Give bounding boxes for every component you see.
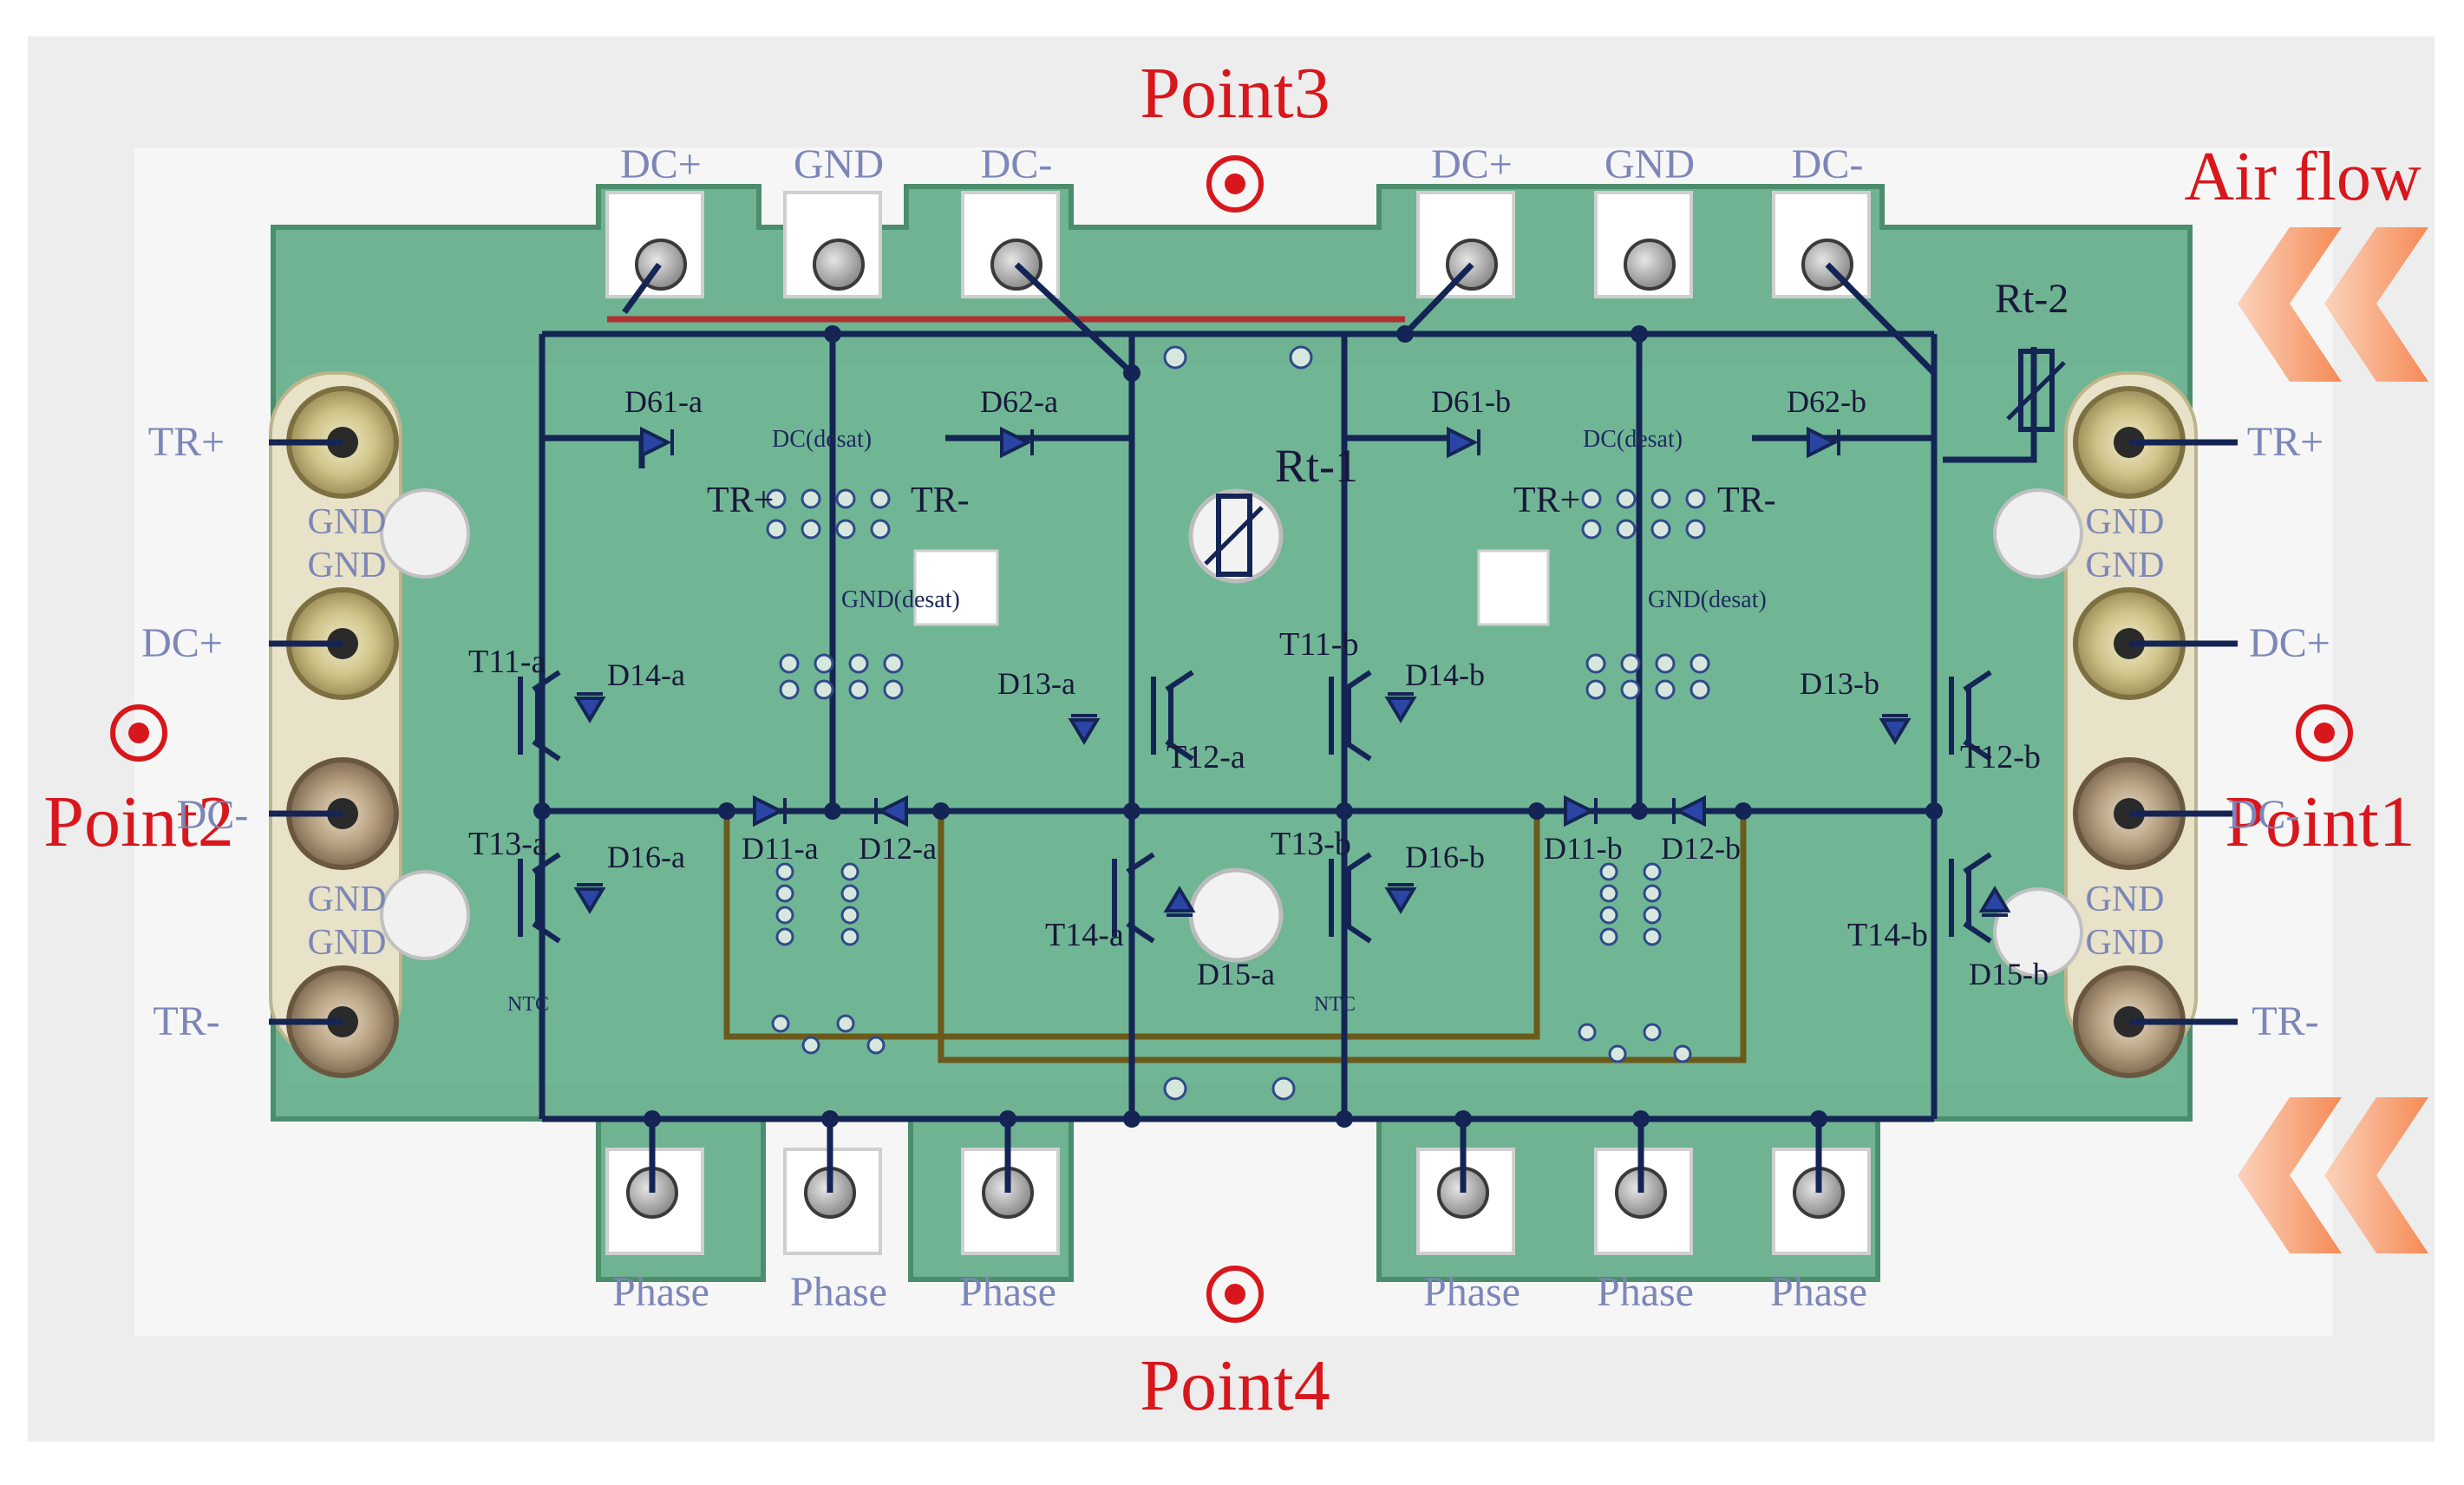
diode-label: D14-a — [607, 657, 685, 692]
tr-label: TR- — [911, 481, 970, 520]
desat-label: GND(desat) — [841, 586, 960, 613]
top-terminal-label: DC+ — [1431, 141, 1513, 187]
right-gnd-label: GND — [2086, 546, 2165, 585]
transistor-label: T14-b — [1847, 917, 1928, 953]
diode-label: D11-a — [742, 831, 819, 866]
diode-label: D12-b — [1661, 831, 1741, 866]
desat-label: DC(desat) — [772, 426, 872, 453]
right-gnd-label: GND — [2086, 923, 2165, 963]
bottom-terminal-blocks — [605, 1148, 1871, 1255]
transistor-label: T11-a — [468, 644, 546, 680]
transistor-label: T12-b — [1960, 739, 2041, 775]
top-terminal-label: GND — [1605, 141, 1695, 187]
left-gnd-label: GND — [308, 546, 387, 585]
air-flow-arrows — [2238, 227, 2428, 1253]
desat-label: GND(desat) — [1648, 586, 1767, 613]
left-dc-minus-label: DC- — [177, 792, 249, 838]
left-dc-plus-label: DC+ — [141, 620, 223, 666]
top-terminal-label: DC- — [1792, 141, 1864, 187]
transistor-label: T13-b — [1271, 826, 1351, 862]
transistor-label: T11-b — [1279, 626, 1358, 663]
junction-dots — [533, 325, 1943, 1128]
left-tr-plus-label: TR+ — [148, 419, 225, 465]
top-terminal-label: GND — [794, 141, 884, 187]
tr-label: TR+ — [1513, 481, 1580, 520]
tr-label: TR- — [1717, 481, 1776, 520]
air-flow-label: Air flow — [2184, 139, 2422, 215]
transistor-label: T14-a — [1045, 917, 1124, 953]
top-terminal-label: DC+ — [620, 141, 702, 187]
left-tr-minus-label: TR- — [153, 998, 219, 1044]
diode-label: D14-b — [1405, 657, 1485, 692]
diode-label: D62-a — [980, 384, 1058, 419]
desat-label: DC(desat) — [1583, 426, 1683, 453]
point1-label: Point1 — [2225, 782, 2415, 862]
top-terminal-label: DC- — [981, 141, 1053, 187]
diode-label: D61-a — [624, 384, 703, 419]
diode-label: D61-b — [1431, 384, 1511, 419]
mount-hole-bottom — [1188, 867, 1284, 963]
diode-label: D12-a — [859, 831, 937, 866]
left-gnd-label: GND — [308, 502, 387, 542]
point-markers — [110, 155, 2353, 1323]
diode-label: D16-a — [607, 840, 685, 874]
point2-label: Point2 — [43, 782, 233, 862]
ntc-label: NTC — [1314, 993, 1356, 1016]
diode-symbols — [573, 426, 2011, 917]
diode-label: D15-b — [1969, 957, 2049, 991]
right-tr-plus-label: TR+ — [2247, 419, 2323, 465]
transistor-label: T13-a — [468, 826, 547, 862]
tr-label: TR+ — [707, 481, 774, 520]
right-gnd-label: GND — [2086, 502, 2165, 542]
bottom-terminal-label: Phase — [1597, 1269, 1694, 1315]
qr-label-left — [913, 549, 999, 626]
right-connectors — [1993, 371, 2198, 1078]
diode-label: D62-b — [1787, 384, 1866, 419]
bottom-terminal-label: Phase — [959, 1269, 1056, 1315]
left-gnd-label: GND — [308, 880, 387, 919]
igbt-symbols — [518, 670, 1992, 944]
left-gnd-label: GND — [308, 923, 387, 963]
via-pads — [766, 345, 1710, 1101]
diode-label: D16-b — [1405, 840, 1485, 874]
diode-label: D11-b — [1544, 831, 1623, 866]
ntc-label: NTC — [507, 993, 549, 1016]
thermistor-rt1-symbol — [1216, 494, 1252, 577]
thermistor-rt2-symbol — [2018, 349, 2055, 432]
diode-label: D15-a — [1197, 957, 1275, 991]
thermistor-rt1-label: Rt-1 — [1275, 440, 1358, 492]
pcb-inner-area — [286, 364, 2177, 1084]
bottom-terminal-label: Phase — [790, 1269, 887, 1315]
point3-label: Point3 — [1140, 53, 1330, 134]
diode-label: D13-a — [997, 666, 1075, 701]
right-tr-minus-label: TR- — [2252, 998, 2318, 1044]
diode-label: D13-b — [1800, 666, 1879, 701]
point4-label: Point4 — [1140, 1345, 1330, 1426]
bottom-terminal-label: Phase — [1770, 1269, 1867, 1315]
right-gnd-label: GND — [2086, 880, 2165, 919]
right-dc-minus-label: DC- — [2228, 792, 2300, 838]
right-dc-plus-label: DC+ — [2249, 620, 2330, 666]
bottom-terminal-label: Phase — [612, 1269, 709, 1315]
thermistor-rt2-label: Rt-2 — [1995, 276, 2069, 322]
transistor-label: T12-a — [1167, 739, 1245, 775]
qr-label-right — [1477, 549, 1550, 626]
bottom-terminal-label: Phase — [1423, 1269, 1520, 1315]
